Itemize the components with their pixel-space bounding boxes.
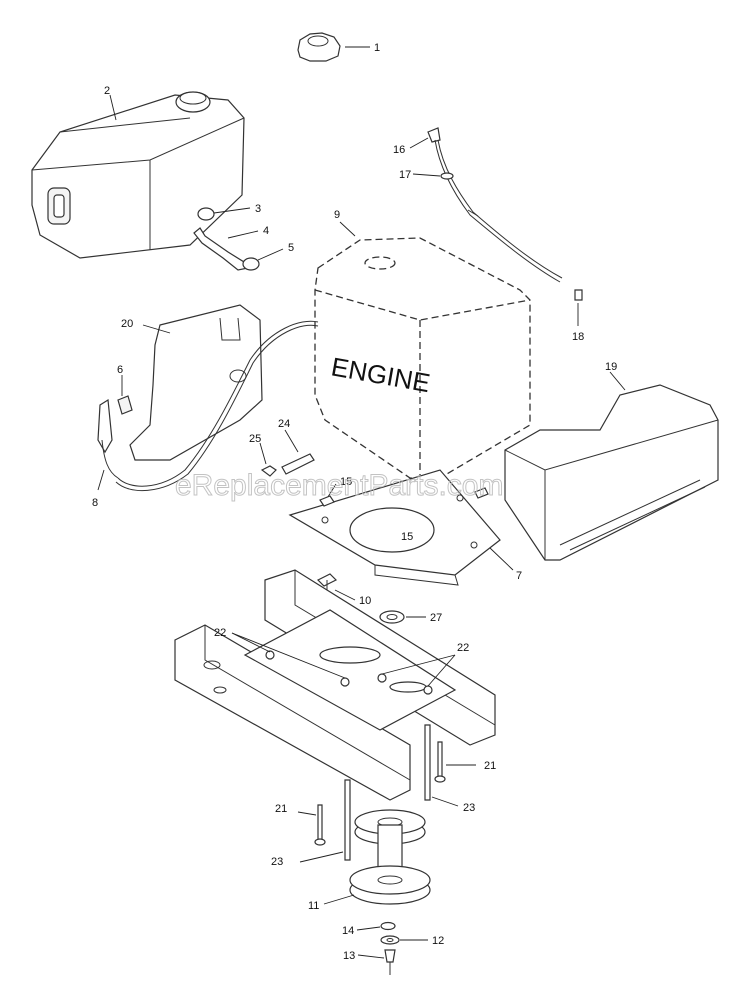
fuel-tank-part[interactable] — [31, 91, 245, 259]
callout-8: 8 — [92, 497, 98, 509]
callout-20: 20 — [121, 318, 133, 330]
callout-4: 4 — [263, 225, 269, 237]
callout-7: 7 — [516, 570, 522, 582]
spacer-part[interactable] — [379, 610, 405, 624]
pulley-part[interactable] — [349, 809, 431, 905]
callout-23-left: 23 — [271, 856, 283, 868]
watermark: eReplacementParts.com — [175, 469, 503, 502]
callout-27: 27 — [430, 612, 442, 624]
callout-21-right: 21 — [484, 760, 496, 772]
heat-shield-part[interactable] — [504, 384, 719, 561]
engine-part[interactable]: ENGINE — [314, 237, 531, 479]
callout-12: 12 — [432, 935, 444, 947]
callout-2: 2 — [104, 85, 110, 97]
callout-13: 13 — [343, 950, 355, 962]
callout-15-plate: 15 — [401, 531, 413, 543]
screw-part[interactable] — [260, 465, 277, 477]
callout-15-top: 15 — [340, 476, 352, 488]
callout-5: 5 — [288, 242, 294, 254]
callout-14: 14 — [342, 925, 354, 937]
callout-25: 25 — [249, 433, 261, 445]
lower-bolt-left-part[interactable] — [314, 779, 351, 861]
shroud-part[interactable] — [115, 304, 319, 492]
callout-18: 18 — [572, 331, 584, 343]
mounting-plate-part[interactable] — [288, 469, 501, 586]
callout-11: 11 — [308, 900, 319, 912]
throttle-cable-part[interactable] — [427, 127, 583, 301]
callout-21-left: 21 — [275, 803, 287, 815]
callout-22-left: 22 — [214, 627, 226, 639]
callout-16: 16 — [393, 144, 405, 156]
callout-23-right: 23 — [463, 802, 475, 814]
callout-24: 24 — [278, 418, 290, 430]
lower-bolt-right-part[interactable] — [424, 724, 446, 801]
pin-part[interactable] — [281, 453, 315, 475]
fuel-cap-part[interactable] — [297, 32, 341, 62]
pulley-bolt-part[interactable] — [384, 949, 396, 975]
frame-part[interactable] — [174, 569, 496, 801]
callout-19: 19 — [605, 361, 617, 373]
callout-1: 1 — [374, 42, 380, 54]
callout-3: 3 — [255, 203, 261, 215]
ground-clip-part[interactable] — [97, 395, 133, 479]
callout-9: 9 — [334, 209, 340, 221]
callout-labels: 1 2 3 4 5 6 7 8 9 10 11 12 13 14 15 15 1… — [92, 42, 617, 962]
callout-17: 17 — [399, 169, 411, 181]
engine-label: ENGINE — [329, 351, 432, 398]
callout-22-right: 22 — [457, 642, 469, 654]
plate-bolt-part[interactable] — [319, 487, 489, 507]
fuel-line-part[interactable] — [193, 207, 260, 271]
callout-10: 10 — [359, 595, 371, 607]
callout-6: 6 — [117, 364, 123, 376]
washer-part[interactable] — [380, 921, 400, 945]
